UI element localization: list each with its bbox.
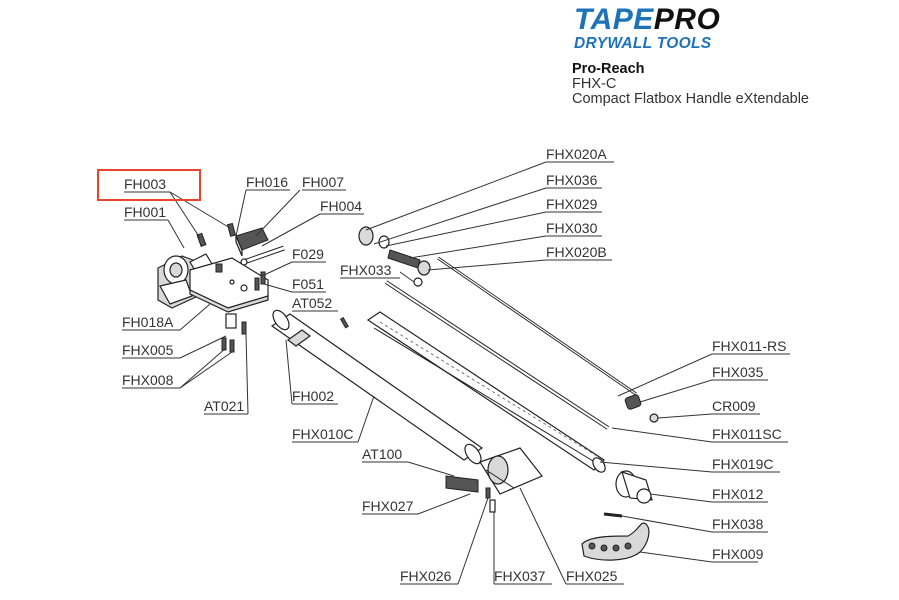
label-FHX037[interactable]: FHX037 [494,568,546,584]
label-FH007[interactable]: FH007 [302,174,344,190]
label-FHX008[interactable]: FHX008 [122,372,174,388]
label-CR009[interactable]: CR009 [712,398,756,414]
pin-drawing [240,245,285,266]
brand-wordmark: TAPEPRO [574,4,720,36]
label-FHX010C[interactable]: FHX010C [292,426,353,442]
label-FHX027[interactable]: FHX027 [362,498,414,514]
label-F051[interactable]: F051 [292,276,324,292]
label-FHX009[interactable]: FHX009 [712,546,764,562]
label-FHX026[interactable]: FHX026 [400,568,452,584]
label-FHX033[interactable]: FHX033 [340,262,392,278]
label-FHX012[interactable]: FHX012 [712,486,764,502]
label-FHX011SC[interactable]: FHX011SC [712,426,782,442]
label-FH004[interactable]: FH004 [320,198,362,214]
product-name: Pro-Reach [572,61,645,77]
lock-assembly-drawing [358,226,431,287]
product-info: Pro-Reach FHX-C Compact Flatbox Handle e… [572,62,809,107]
label-FHX005[interactable]: FHX005 [122,342,174,358]
label-AT021[interactable]: AT021 [204,398,244,414]
product-description: Compact Flatbox Handle eXtendable [572,91,809,107]
lower-clamp-drawing [445,447,543,513]
clamp-block-drawing [235,227,269,257]
label-AT100[interactable]: AT100 [362,446,402,462]
tube-fhx010c-drawing [366,311,606,473]
label-F029[interactable]: F029 [292,246,324,262]
label-FHX036[interactable]: FHX036 [546,172,598,188]
label-FH002[interactable]: FH002 [292,388,334,404]
label-FHX011-RS[interactable]: FHX011-RS [712,338,786,354]
label-AT052[interactable]: AT052 [292,295,332,311]
label-FHX030[interactable]: FHX030 [546,220,598,236]
end-cap-drawing [624,394,659,423]
label-FH001[interactable]: FH001 [124,204,166,220]
label-FHX019C[interactable]: FHX019C [712,456,773,472]
part-drawings [157,222,659,561]
highlight-box-FH003 [97,169,201,201]
plate-drawing [189,257,269,313]
rod-drawing [384,256,637,430]
label-FH018A[interactable]: FH018A [122,314,174,330]
collar-drawing [615,470,653,504]
product-code: FHX-C [572,76,617,92]
handle-grip-drawing [581,522,650,561]
brand-subtitle: DRYWALL TOOLS [574,35,712,52]
brand-tape-text: TAPE [574,3,654,36]
label-FHX038[interactable]: FHX038 [712,516,764,532]
brand-logo: TAPEPRO DRYWALL TOOLS [574,4,720,52]
label-FHX020B[interactable]: FHX020B [546,244,607,260]
tube-fh002-drawing [270,309,484,465]
small-parts-drawing [221,313,349,353]
label-FH003[interactable]: FH003 [124,176,166,192]
label-FH016[interactable]: FH016 [246,174,288,190]
label-FHX020A[interactable]: FHX020A [546,146,607,162]
part-labels: FH003 FH001 FH016 FH007 FH004 F029 F051 … [122,146,790,585]
label-FHX029[interactable]: FHX029 [546,196,598,212]
label-FHX025[interactable]: FHX025 [566,568,618,584]
label-FHX035[interactable]: FHX035 [712,364,764,380]
bolt-fhx038-drawing [603,512,623,518]
brand-pro-text: PRO [653,3,721,36]
leader-lines [167,161,713,585]
